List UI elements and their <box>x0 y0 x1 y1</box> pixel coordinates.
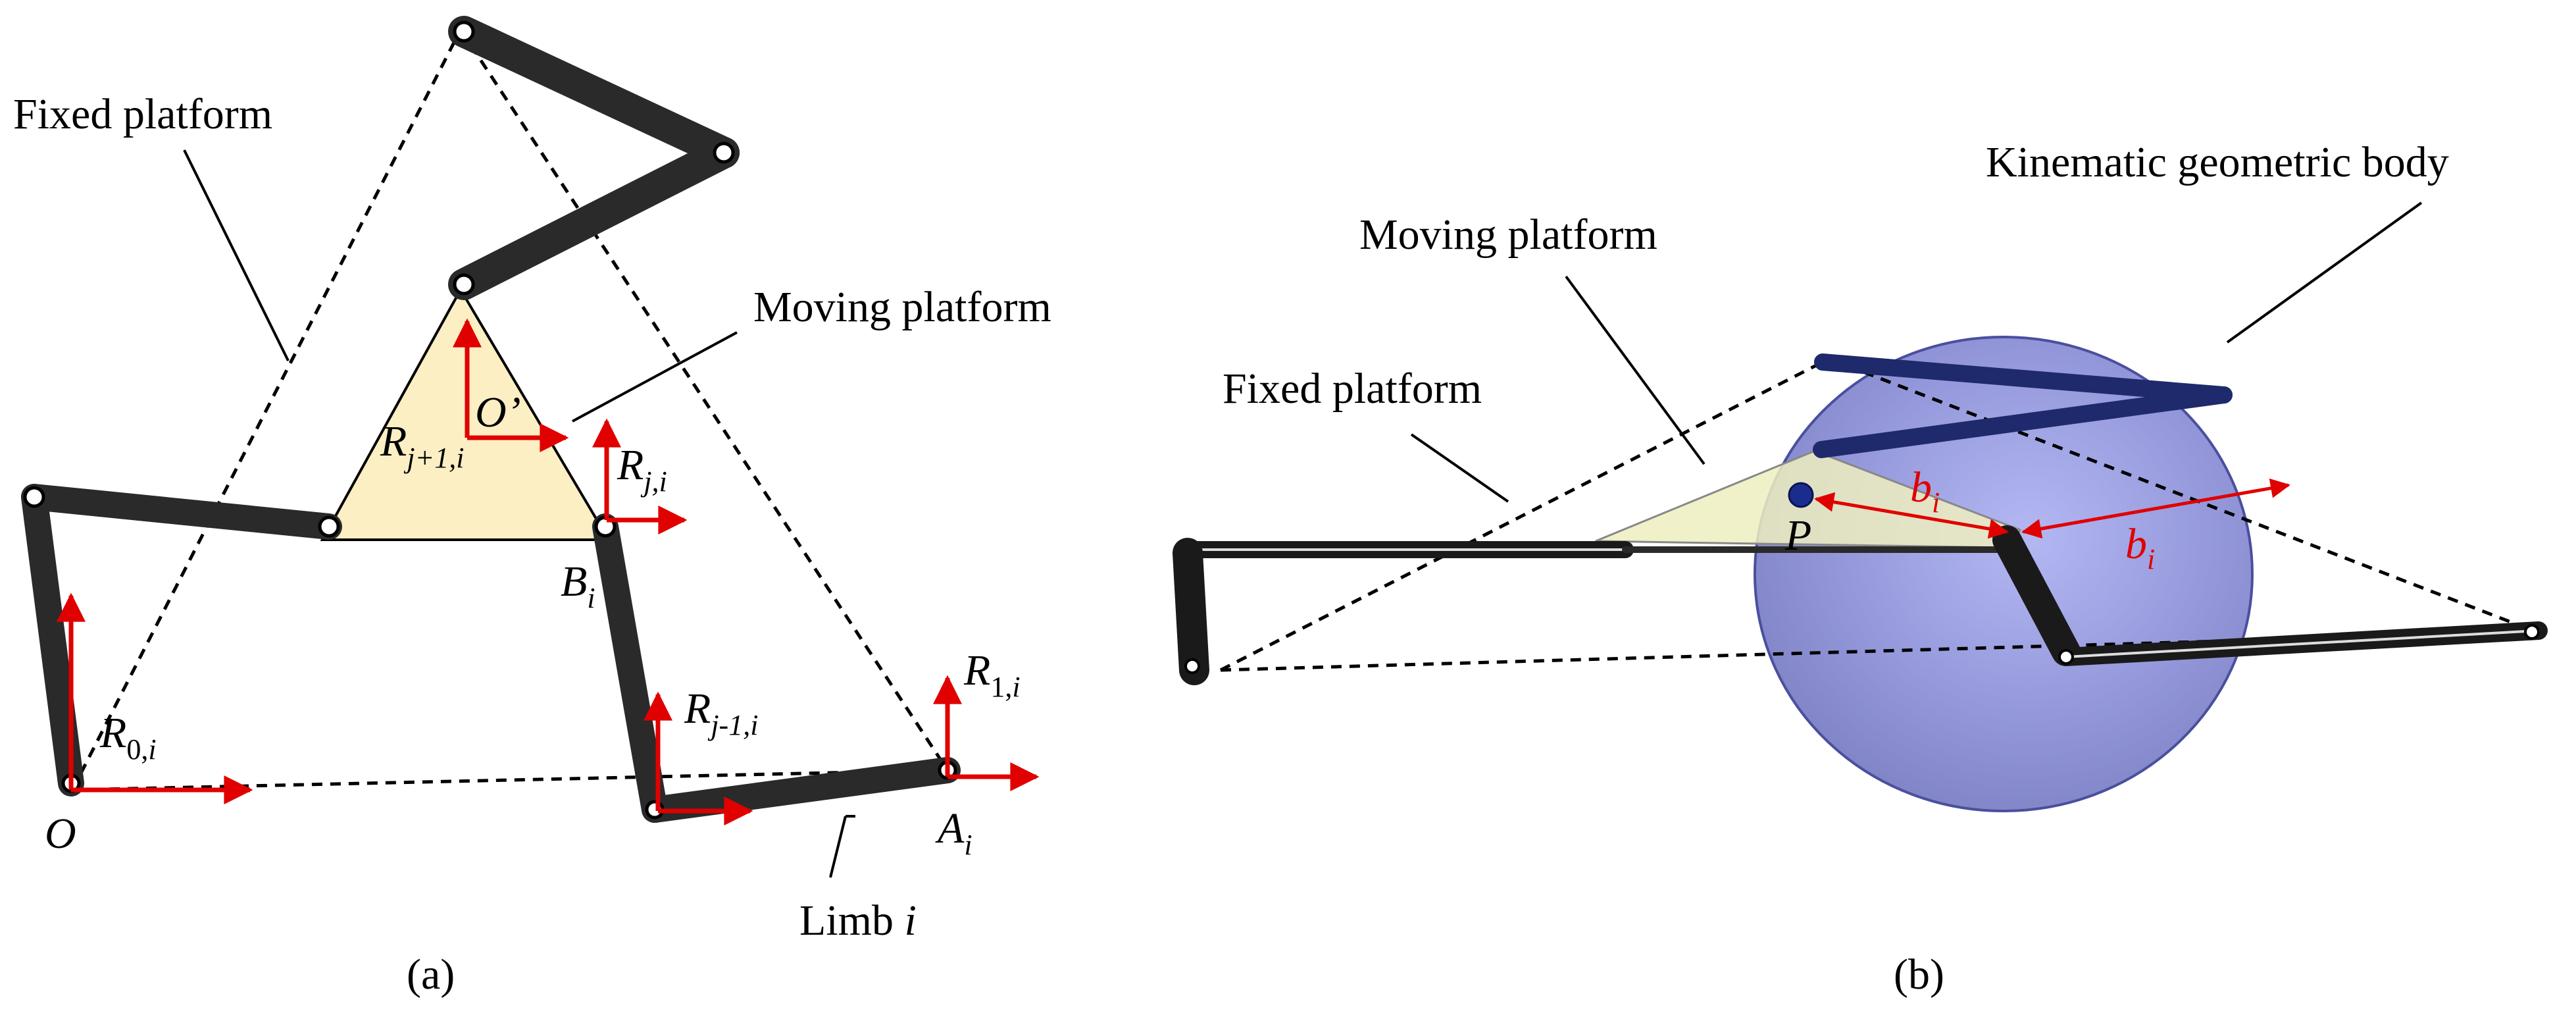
fixed-platform-triangle <box>70 28 949 792</box>
caption-b: (b) <box>1894 951 1944 999</box>
kinematic-geometric-body-sphere <box>1754 336 2254 812</box>
frames-panel-a <box>57 318 1040 825</box>
radius-arrows <box>1814 478 2290 539</box>
fixed-platform-label-b: Fixed platform <box>1223 365 1482 413</box>
leaders-panel-b <box>1410 201 2423 503</box>
a-i-label: Ai <box>935 804 972 861</box>
b-i-label-1: bi <box>1910 463 1940 519</box>
moving-platform-label-a: Moving platform <box>753 283 1051 331</box>
links-panel-b <box>1173 353 2548 685</box>
joints-panel-b <box>1184 624 2540 674</box>
b-i-label: Bi <box>561 558 595 614</box>
point-p-label: P <box>1784 511 1811 560</box>
moving-platform-label-b: Moving platform <box>1359 211 1657 259</box>
r0-label: R0,i <box>99 709 157 766</box>
joints-panel-a <box>23 20 957 820</box>
rjp1-label: Rj+1,i <box>380 417 464 474</box>
panel-b: Kinematic geometric body Moving platform… <box>1173 138 2548 999</box>
rj-label: Rj,i <box>617 441 667 498</box>
r1-label: R1,i <box>963 646 1021 703</box>
fixed-platform-label-a: Fixed platform <box>13 90 272 138</box>
rjm1-label: Rj-1,i <box>684 685 758 741</box>
origin-label: O <box>45 810 76 858</box>
kinematic-body-label: Kinematic geometric body <box>1986 138 2449 186</box>
links-panel-a <box>21 16 961 823</box>
caption-a: (a) <box>407 951 455 999</box>
b-i-label-2: bi <box>2125 520 2155 575</box>
panel-a: Fixed platform Moving platform Limb i O … <box>13 16 1051 999</box>
point-p <box>1788 482 1814 508</box>
leaders-panel-a <box>183 149 855 878</box>
platform-origin-label: O’ <box>475 388 521 436</box>
limb-label: Limb i <box>799 897 917 945</box>
